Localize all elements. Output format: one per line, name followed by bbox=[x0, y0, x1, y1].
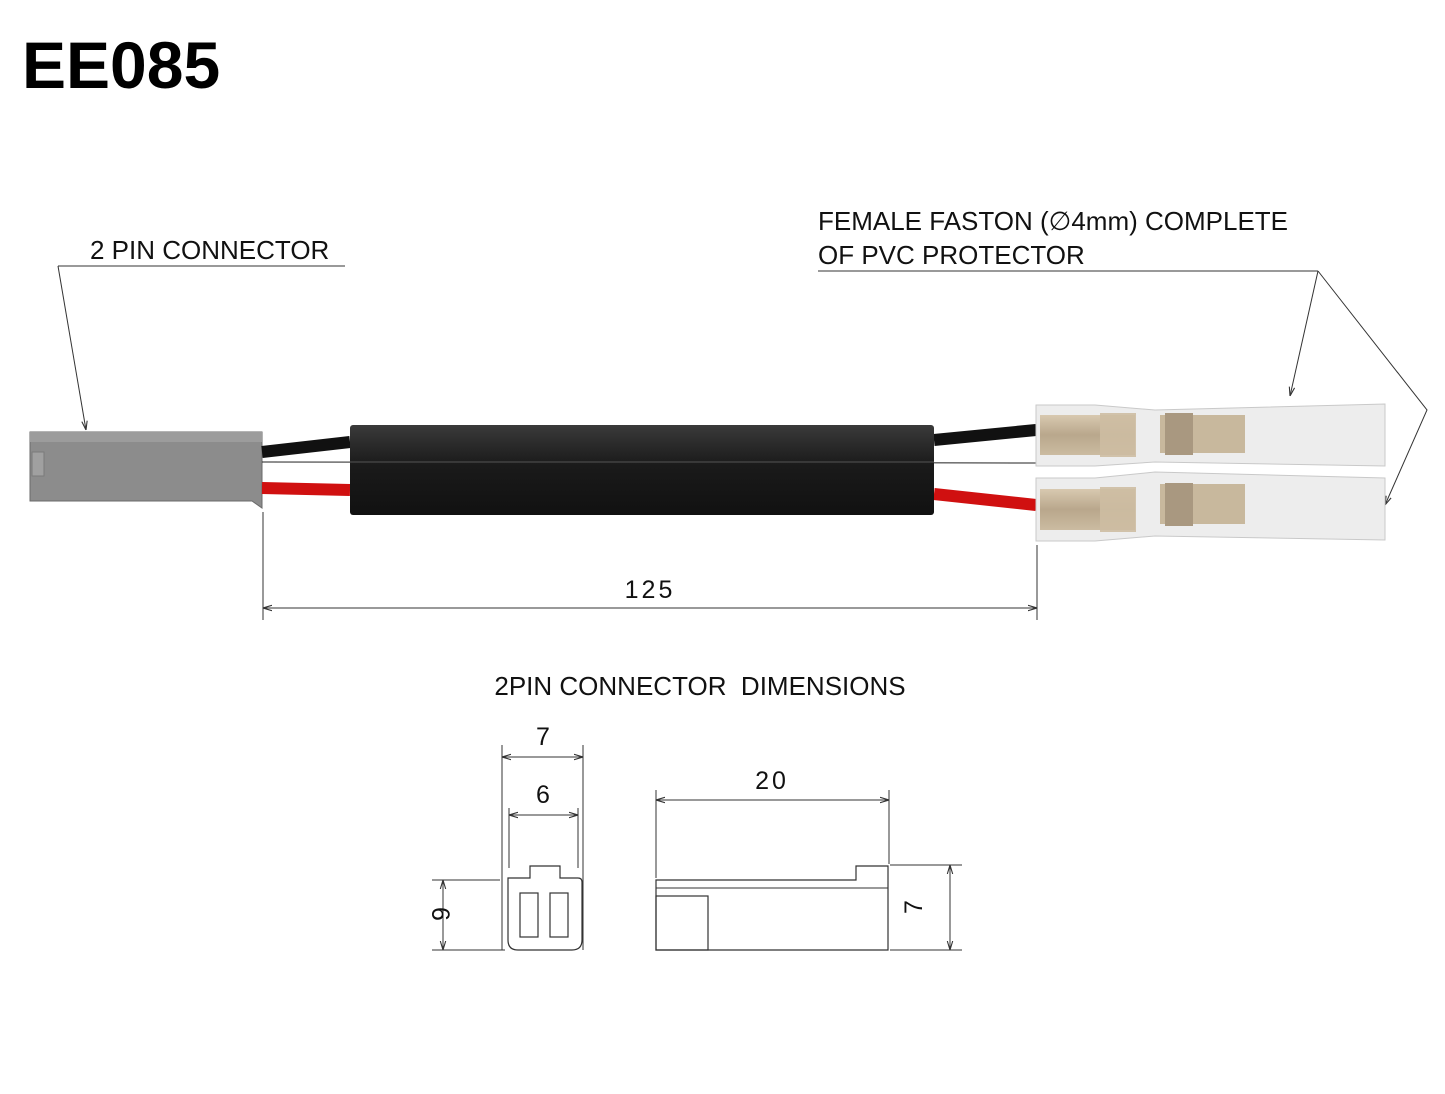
front-height: 6 bbox=[426, 907, 454, 921]
connector-side-view bbox=[655, 790, 962, 951]
black-wire-right bbox=[933, 424, 1037, 446]
red-wire-left bbox=[261, 482, 351, 496]
side-length: 20 bbox=[755, 767, 789, 795]
length-dimension bbox=[262, 512, 1038, 620]
black-wire-left bbox=[261, 436, 351, 458]
faston-connector-bottom bbox=[1035, 471, 1386, 542]
red-wire-right bbox=[933, 488, 1037, 511]
callout-leader-faston-2 bbox=[1317, 270, 1428, 505]
callout-faston-line2: OF PVC PROTECTOR bbox=[818, 240, 1085, 270]
faston-connector-top bbox=[1035, 403, 1386, 467]
callout-2pin-connector: 2 PIN CONNECTOR bbox=[90, 235, 329, 265]
cable-length-value: 125 bbox=[625, 576, 676, 604]
callout-leader bbox=[57, 265, 86, 430]
connector-front-view bbox=[432, 745, 584, 951]
front-width-outer: 7 bbox=[536, 723, 550, 751]
front-width-inner: 6 bbox=[536, 781, 550, 809]
side-height: 7 bbox=[900, 900, 928, 914]
callout-leader-faston-1 bbox=[1290, 270, 1319, 396]
2pin-connector bbox=[29, 431, 263, 509]
callout-faston-line1: FEMALE FASTON (∅4mm) COMPLETE bbox=[818, 206, 1288, 236]
product-code-title: EE085 bbox=[22, 28, 220, 102]
dimensions-section-title: 2PIN CONNECTOR DIMENSIONS bbox=[494, 671, 905, 701]
heat-shrink-sleeve bbox=[350, 425, 934, 515]
